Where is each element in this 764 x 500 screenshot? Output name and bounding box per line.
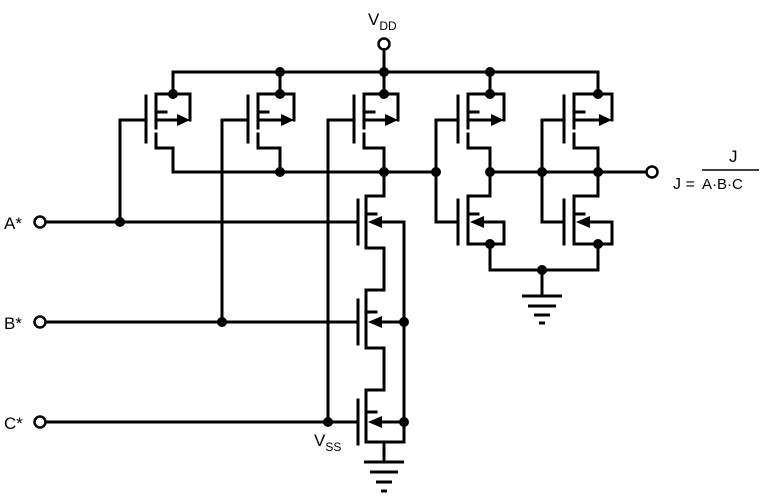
junction-dot [379, 167, 389, 177]
buffer-inverter-2 [540, 70, 614, 272]
junction-dot [115, 217, 125, 227]
input-a-terminal[interactable] [33, 215, 47, 229]
junction-dot [275, 67, 285, 77]
buffer-inverter-1 [434, 70, 506, 272]
output-j: J J = A·B·C [596, 147, 759, 193]
input-c-label: C* [4, 414, 23, 433]
output-node-label: J [729, 147, 738, 166]
junction-dot [485, 239, 495, 249]
junction-dot [537, 265, 547, 275]
junction-dot [537, 167, 547, 177]
vdd-supply: VDD [171, 10, 600, 74]
junction-dot [485, 67, 495, 77]
pmos-transistor-b [220, 70, 296, 324]
output-equation-rhs: A·B·C [702, 176, 743, 193]
inverter-ground-symbol [522, 294, 562, 325]
pmos-transistor-c [326, 70, 400, 424]
vss-label: VSS [314, 431, 341, 454]
vdd-label: VDD [368, 10, 397, 33]
junction-dot [431, 167, 441, 177]
junction-dot [399, 417, 409, 427]
junction-dot [217, 317, 227, 327]
input-a-label: A* [4, 214, 22, 233]
junction-dot [485, 167, 495, 177]
input-b: B* [4, 314, 360, 333]
input-b-label: B* [4, 314, 22, 333]
junction-dot [485, 89, 495, 99]
output-equation-lhs: J = [673, 176, 695, 193]
output-terminal[interactable] [645, 165, 659, 179]
pmos-transistor-a [118, 70, 192, 224]
junction-dot [168, 89, 178, 99]
vdd-terminal [377, 37, 391, 51]
junction-dot [593, 239, 603, 249]
nmos-series-stack [356, 170, 406, 464]
junction-dot [379, 89, 389, 99]
input-a: A* [4, 214, 360, 233]
junction-dot [275, 167, 285, 177]
junction-dot [379, 67, 389, 77]
junction-dot [399, 317, 409, 327]
junction-dot [593, 167, 603, 177]
input-b-terminal[interactable] [33, 315, 47, 329]
junction-dot [323, 417, 333, 427]
vss-ground-symbol [364, 460, 404, 493]
junction-dot [275, 89, 285, 99]
input-c-terminal[interactable] [33, 415, 47, 429]
junction-dots [115, 67, 603, 427]
junction-dot [593, 89, 603, 99]
input-c: C* [4, 414, 360, 433]
